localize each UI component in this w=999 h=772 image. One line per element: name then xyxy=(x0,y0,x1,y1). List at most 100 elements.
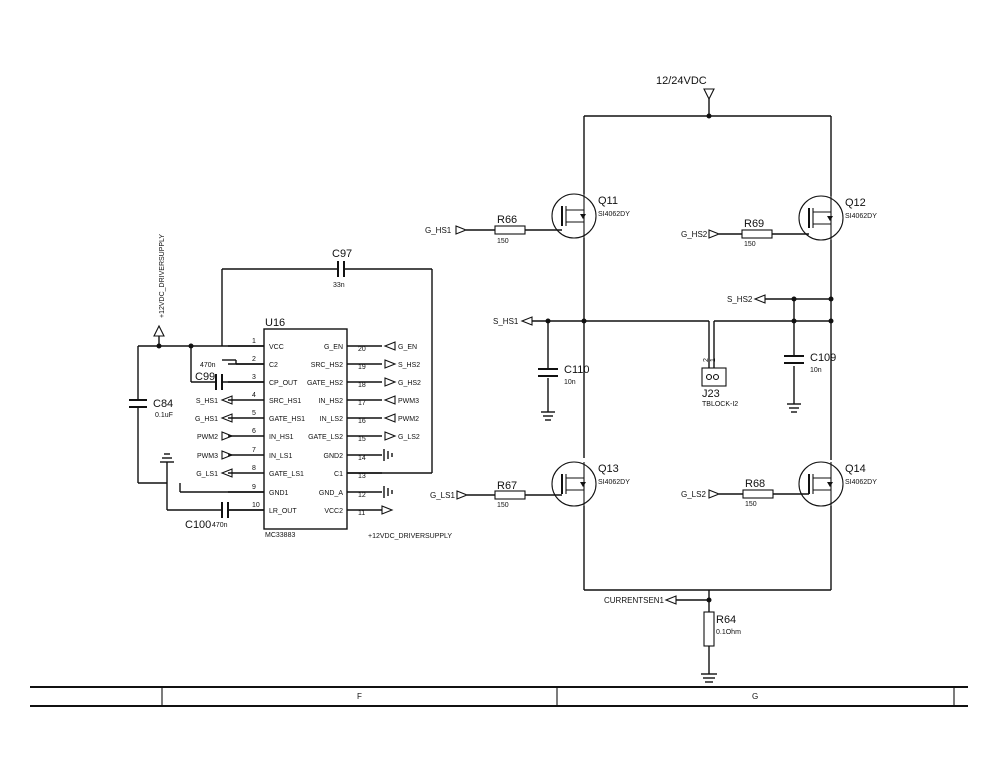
pin-name: SRC_HS2 xyxy=(311,362,343,369)
svg-text:C110: C110 xyxy=(564,364,589,376)
svg-text:33n: 33n xyxy=(333,282,345,289)
resistor-r68: G_LS2 R68 150 xyxy=(681,478,809,508)
svg-text:C97: C97 xyxy=(332,248,352,260)
svg-text:G_HS1: G_HS1 xyxy=(425,226,452,235)
supply-port: 12/24VDC xyxy=(656,75,715,116)
zone-f-label: F xyxy=(357,692,362,701)
pin-number: 19 xyxy=(358,364,366,371)
svg-text:S_HS2: S_HS2 xyxy=(727,295,753,304)
svg-text:2: 2 xyxy=(703,358,710,362)
net-port-s-hs1: S_HS1 xyxy=(493,316,533,326)
pin-number: 11 xyxy=(358,510,365,517)
driver-supply-label-bottom: +12VDC_DRIVERSUPPLY xyxy=(368,533,452,540)
svg-text:Q11: Q11 xyxy=(598,195,618,207)
net-port xyxy=(383,341,396,351)
svg-text:R64: R64 xyxy=(716,614,736,626)
net-label: S_HS2 xyxy=(398,362,420,369)
pin-number: 14 xyxy=(358,455,366,462)
pin-number: 2 xyxy=(252,356,256,363)
svg-text:SI4062DY: SI4062DY xyxy=(845,213,877,220)
svg-text:R67: R67 xyxy=(497,480,517,492)
pin-name: G_EN xyxy=(324,344,343,351)
pin-name: GATE_HS2 xyxy=(307,380,343,387)
bridge-wiring xyxy=(532,113,834,612)
svg-text:10n: 10n xyxy=(810,367,822,374)
pin-number: 16 xyxy=(358,418,366,425)
svg-text:R66: R66 xyxy=(497,214,517,226)
net-port xyxy=(383,395,396,405)
svg-text:C100: C100 xyxy=(185,519,211,531)
pin-name: GATE_HS1 xyxy=(269,416,305,423)
svg-text:150: 150 xyxy=(744,241,756,248)
pin-name: GND1 xyxy=(269,490,289,497)
pin-name: IN_LS1 xyxy=(269,453,292,460)
net-port xyxy=(384,377,397,387)
ground-icon xyxy=(701,646,717,683)
pin-name: VCC xyxy=(269,344,284,351)
net-port xyxy=(221,450,234,460)
net-port xyxy=(221,431,234,441)
pin-number: 10 xyxy=(252,502,260,509)
svg-text:SI4062DY: SI4062DY xyxy=(598,211,630,218)
mosfet-q13: Q13 SI4062DY xyxy=(551,461,630,507)
net-port xyxy=(383,413,396,423)
svg-text:C109: C109 xyxy=(810,352,836,364)
svg-text:U16: U16 xyxy=(265,317,285,329)
pin-name: SRC_HS1 xyxy=(269,398,301,405)
svg-text:+12VDC_DRIVERSUPPLY: +12VDC_DRIVERSUPPLY xyxy=(159,234,166,318)
svg-text:150: 150 xyxy=(745,501,757,508)
svg-text:150: 150 xyxy=(497,502,509,509)
net-port xyxy=(220,413,233,423)
driver-ground: C100 470n xyxy=(160,453,264,531)
pin-name: C2 xyxy=(269,362,278,369)
resistor-r67: G_LS1 R67 150 xyxy=(430,480,562,509)
svg-text:470n: 470n xyxy=(200,362,216,369)
svg-text:10n: 10n xyxy=(564,379,576,386)
capacitor-c109: C109 10n xyxy=(784,352,836,374)
svg-text:SI4062DY: SI4062DY xyxy=(845,479,877,486)
pin-number: 9 xyxy=(252,484,256,491)
connector-j23: 2 1 J23 TBLOCK-I2 xyxy=(701,358,738,408)
ground-icon xyxy=(787,403,801,413)
pin-name: GND2 xyxy=(324,453,344,460)
pin-number: 17 xyxy=(358,400,366,407)
net-label: G_EN xyxy=(398,344,417,351)
svg-text:G_LS2: G_LS2 xyxy=(681,490,706,499)
driver-supply: +12VDC_DRIVERSUPPLY C84 0.1uF 470n C99 xyxy=(129,234,264,484)
pin-name: CP_OUT xyxy=(269,380,298,387)
net-port xyxy=(220,395,233,405)
svg-text:C99: C99 xyxy=(195,371,215,383)
pin-number: 8 xyxy=(252,465,256,472)
title-block: F G xyxy=(30,686,968,707)
pin-name: LR_OUT xyxy=(269,508,297,515)
pin-number: 18 xyxy=(358,382,366,389)
svg-text:470n: 470n xyxy=(212,522,228,529)
svg-text:Q12: Q12 xyxy=(845,197,866,209)
net-label: PWM3 xyxy=(197,453,218,460)
pin-number: 6 xyxy=(252,428,256,435)
zone-g-label: G xyxy=(752,692,758,701)
pin-number: 3 xyxy=(252,374,256,381)
mosfet-q11: Q11 SI4062DY xyxy=(551,193,630,239)
driver-u16: U16 MC33883 1VCC2C23CP_OUT4SRC_HS15GATE_… xyxy=(195,317,421,539)
pin-number: 1 xyxy=(252,338,256,345)
svg-text:Q13: Q13 xyxy=(598,463,619,475)
mosfet-q12: Q12 SI4062DY xyxy=(798,195,877,241)
net-port-s-hs2: S_HS2 xyxy=(727,294,766,304)
svg-text:MC33883: MC33883 xyxy=(265,532,295,539)
pin-number: 13 xyxy=(358,473,366,480)
capacitor-c110: C110 10n xyxy=(538,364,589,386)
pin-name: VCC2 xyxy=(324,508,343,515)
mosfet-q14: Q14 SI4062DY xyxy=(798,461,877,507)
net-label: PWM2 xyxy=(398,416,419,423)
net-label: G_HS1 xyxy=(195,416,218,423)
pin-name: C1 xyxy=(334,471,343,478)
pin-number: 20 xyxy=(358,346,366,353)
svg-text:0.1Ohm: 0.1Ohm xyxy=(716,629,741,636)
resistor-r66: G_HS1 R66 150 xyxy=(425,214,562,245)
pin-name: IN_LS2 xyxy=(320,416,343,423)
net-label: PWM2 xyxy=(197,434,218,441)
pin-name: IN_HS2 xyxy=(318,398,343,405)
net-port xyxy=(220,468,233,478)
